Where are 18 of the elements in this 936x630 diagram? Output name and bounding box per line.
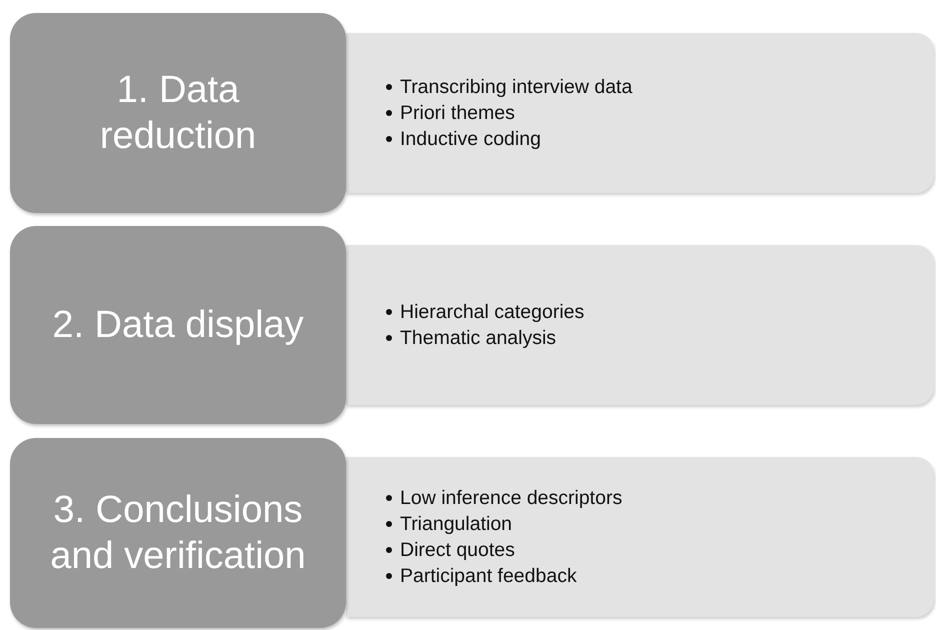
- step-box: [10, 13, 346, 213]
- bullet-text: Participant feedback: [400, 564, 577, 589]
- bullet-text: Inductive coding: [400, 127, 541, 152]
- step-title: 2. Data display: [52, 303, 304, 348]
- step-title: 1. Data reduction: [98, 68, 258, 159]
- list-panel: [346, 457, 934, 617]
- bullet-text: Thematic analysis: [400, 326, 556, 351]
- bullet-text: Priori themes: [400, 101, 515, 126]
- bullet-text: Low inference descriptors: [400, 486, 622, 511]
- bullet-text: Transcribing interview data: [400, 75, 632, 100]
- bullet-text: Hierarchal categories: [400, 300, 584, 325]
- bullet-text: Direct quotes: [400, 538, 515, 563]
- step-box: [10, 438, 346, 628]
- step-title: 3. Conclusions and verification: [49, 488, 307, 579]
- list-panel: [346, 245, 934, 405]
- bullet-text: Triangulation: [400, 512, 512, 537]
- list-panel: [346, 33, 934, 193]
- step-box: [10, 226, 346, 424]
